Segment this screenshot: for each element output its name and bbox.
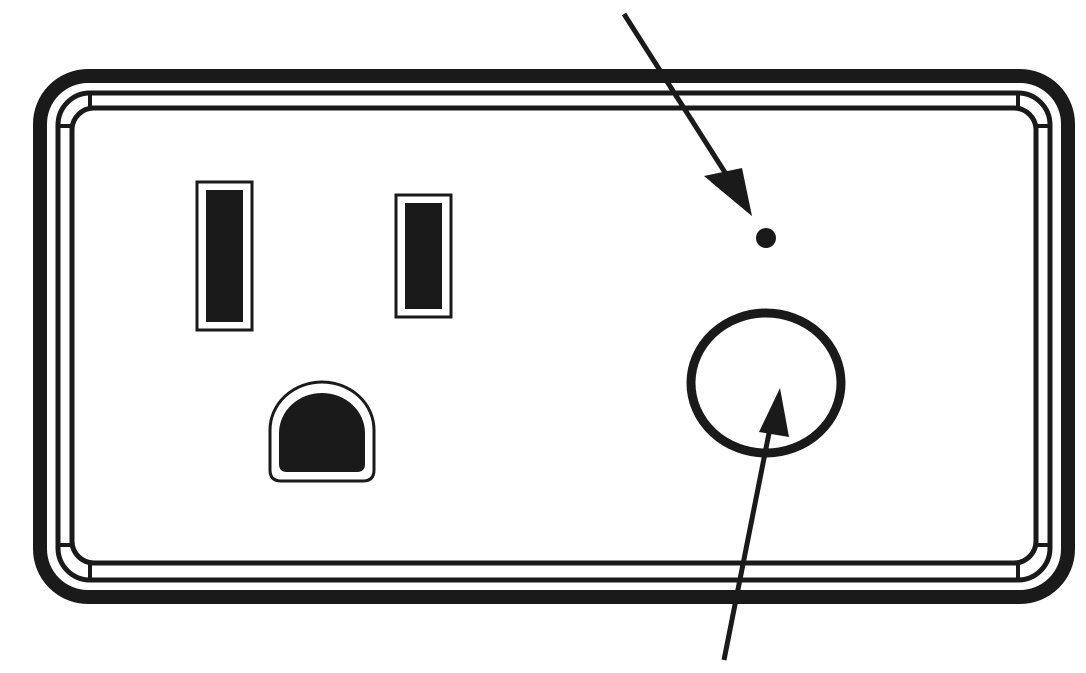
arrow-head-button-icon (759, 388, 789, 437)
plug-body (33, 69, 1075, 604)
arrow-to-button (721, 417, 775, 661)
ground-hole-opening (279, 393, 365, 472)
plug-face-panel (69, 105, 1039, 566)
plug-outer-frame (33, 69, 1075, 604)
plug-bevel-line (55, 90, 1053, 583)
hot-slot-opening (206, 190, 243, 322)
arrow-to-indicator (621, 12, 743, 198)
indicator-light-icon (756, 228, 776, 248)
hot-slot-icon (195, 180, 254, 332)
arrow-head-indicator-icon (704, 168, 752, 216)
neutral-slot-opening (405, 203, 442, 309)
ground-hole-icon (268, 380, 376, 483)
neutral-slot-icon (394, 193, 453, 319)
